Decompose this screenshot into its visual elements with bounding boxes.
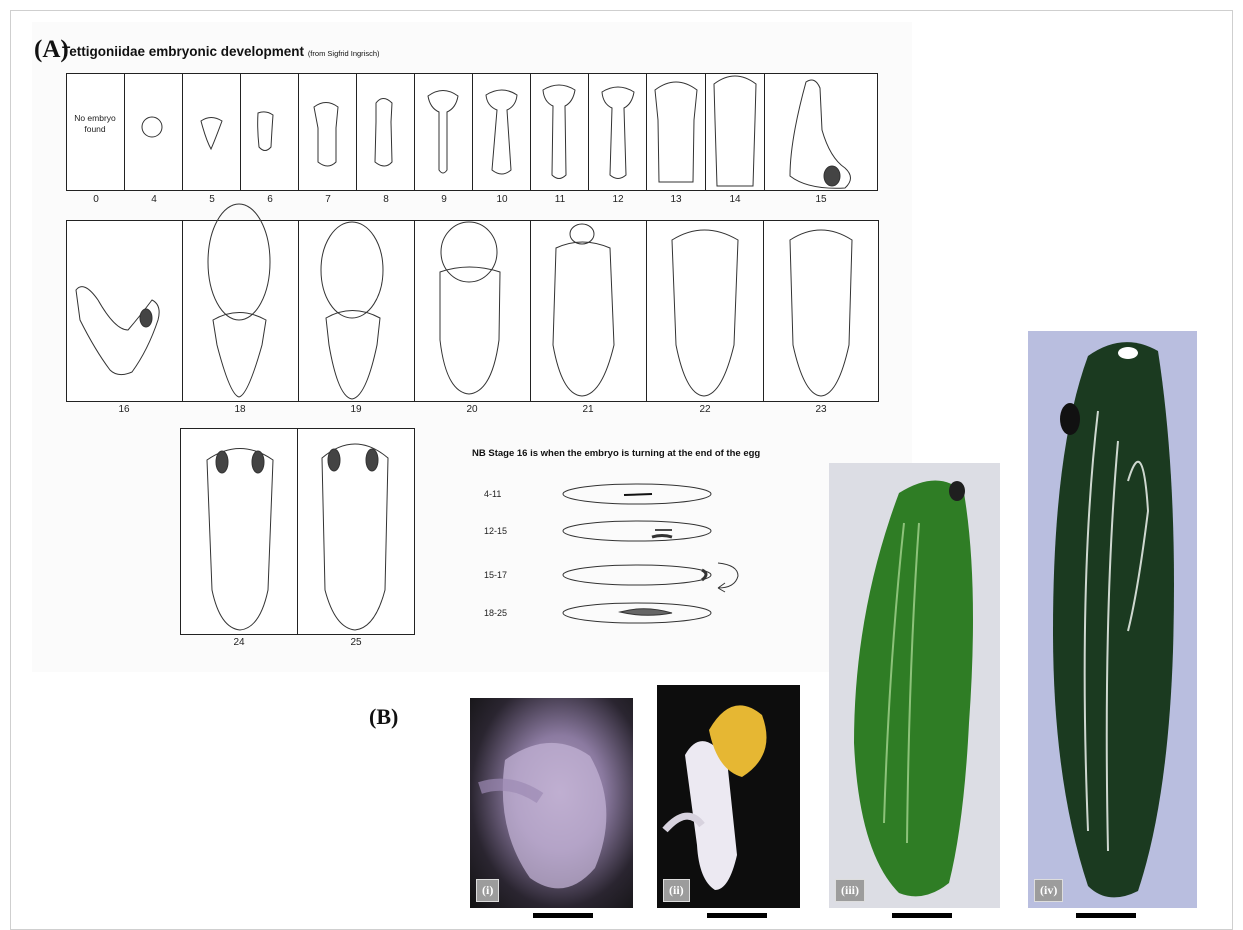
stage-number-25: 25 (336, 637, 376, 648)
embryo-stage-15-eye (824, 166, 840, 186)
embryo-stage-24-eye-right (252, 451, 264, 473)
embryo-stage-9 (428, 91, 458, 174)
embryo-stage-22 (672, 230, 738, 396)
embryo-stage-7 (314, 103, 338, 167)
stage-number-24: 24 (219, 637, 259, 648)
stage-number-21: 21 (568, 404, 608, 415)
embryo-photo-ii: (ii) (657, 685, 800, 908)
egg-embryo-12-15 (652, 536, 672, 538)
embryo-stage-20 (440, 267, 500, 394)
stage-number-8: 8 (366, 194, 406, 205)
embryo-stage-10 (486, 90, 517, 174)
stage-number-6: 6 (250, 194, 290, 205)
embryo-stage-25 (322, 444, 388, 630)
embryo-stage-18 (213, 313, 266, 398)
embryo-stage-15 (790, 80, 851, 188)
scale-bar (1076, 913, 1136, 918)
egg-stage-label: 15-17 (484, 570, 507, 580)
scale-bar (707, 913, 767, 918)
egg-embryo-4-11 (624, 494, 652, 495)
stage-number-18: 18 (220, 404, 260, 415)
stage-number-13: 13 (656, 194, 696, 205)
embryo-iii-shape (829, 463, 1000, 908)
embryo-stage-14 (714, 76, 756, 186)
stage-number-15: 15 (801, 194, 841, 205)
turn-arrow-icon (718, 563, 738, 592)
stage-number-10: 10 (482, 194, 522, 205)
stage-number-12: 12 (598, 194, 638, 205)
embryo-stage-24 (207, 449, 273, 631)
embryo-ii-shape (657, 685, 800, 908)
embryo-stage-4 (142, 117, 162, 137)
embryo-stage-21-yolk (570, 224, 594, 244)
embryo-stage-23 (790, 230, 852, 396)
photo-label-i: (i) (476, 879, 499, 902)
embryo-stage-21 (553, 242, 614, 396)
embryo-stage-25-eye (328, 449, 340, 471)
stage-number-5: 5 (192, 194, 232, 205)
embryo-stage-6 (258, 112, 273, 151)
stage-number-4: 4 (134, 194, 174, 205)
stage-number-0: 0 (76, 194, 116, 205)
stage-number-16: 16 (104, 404, 144, 415)
stage-number-23: 23 (801, 404, 841, 415)
embryo-i-shape (470, 698, 633, 908)
scale-bar (533, 913, 593, 918)
embryo-stage-16-eye (140, 309, 152, 327)
stage-number-14: 14 (715, 194, 755, 205)
egg-embryo-15-17 (702, 570, 706, 580)
embryo-stage-25-eye-right (366, 449, 378, 471)
embryo-stage-19 (326, 311, 380, 400)
embryo-stage-20-yolk (441, 222, 497, 282)
scale-bar (892, 913, 952, 918)
egg-diagram-12-15 (563, 521, 711, 541)
stage-number-20: 20 (452, 404, 492, 415)
egg-stage-label: 18-25 (484, 608, 507, 618)
stage-number-11: 11 (540, 194, 580, 205)
panel-b-label: (B) (369, 704, 398, 730)
egg-stage-label: 12-15 (484, 526, 507, 536)
embryo-stage-5 (201, 118, 222, 150)
egg-stage-label: 4-11 (484, 489, 501, 499)
egg-embryo-18-25 (620, 609, 672, 616)
embryo-photo-iii: (iii) (829, 463, 1000, 908)
stage-number-9: 9 (424, 194, 464, 205)
stage-number-7: 7 (308, 194, 348, 205)
embryo-iv-shape (1028, 331, 1197, 908)
embryo-stage-24-eye (216, 451, 228, 473)
photo-label-iv: (iv) (1034, 879, 1063, 902)
embryo-stage-16 (76, 287, 159, 375)
embryo-photo-i: (i) (470, 698, 633, 908)
photo-label-ii: (ii) (663, 879, 690, 902)
embryo-photo-iv: (iv) (1028, 331, 1197, 908)
egg-diagram-15-17 (563, 565, 711, 585)
stage-number-22: 22 (685, 404, 725, 415)
stage-16-note: NB Stage 16 is when the embryo is turnin… (472, 448, 760, 459)
embryo-stage-8 (375, 99, 392, 167)
stage-number-19: 19 (336, 404, 376, 415)
embryo-stage-13 (655, 82, 697, 182)
embryo-stage-12 (602, 87, 634, 179)
embryo-stage-11 (543, 85, 575, 179)
embryo-stage-19-yolk (321, 222, 383, 318)
embryo-stage-18-yolk (208, 204, 270, 320)
photo-label-iii: (iii) (835, 879, 865, 902)
